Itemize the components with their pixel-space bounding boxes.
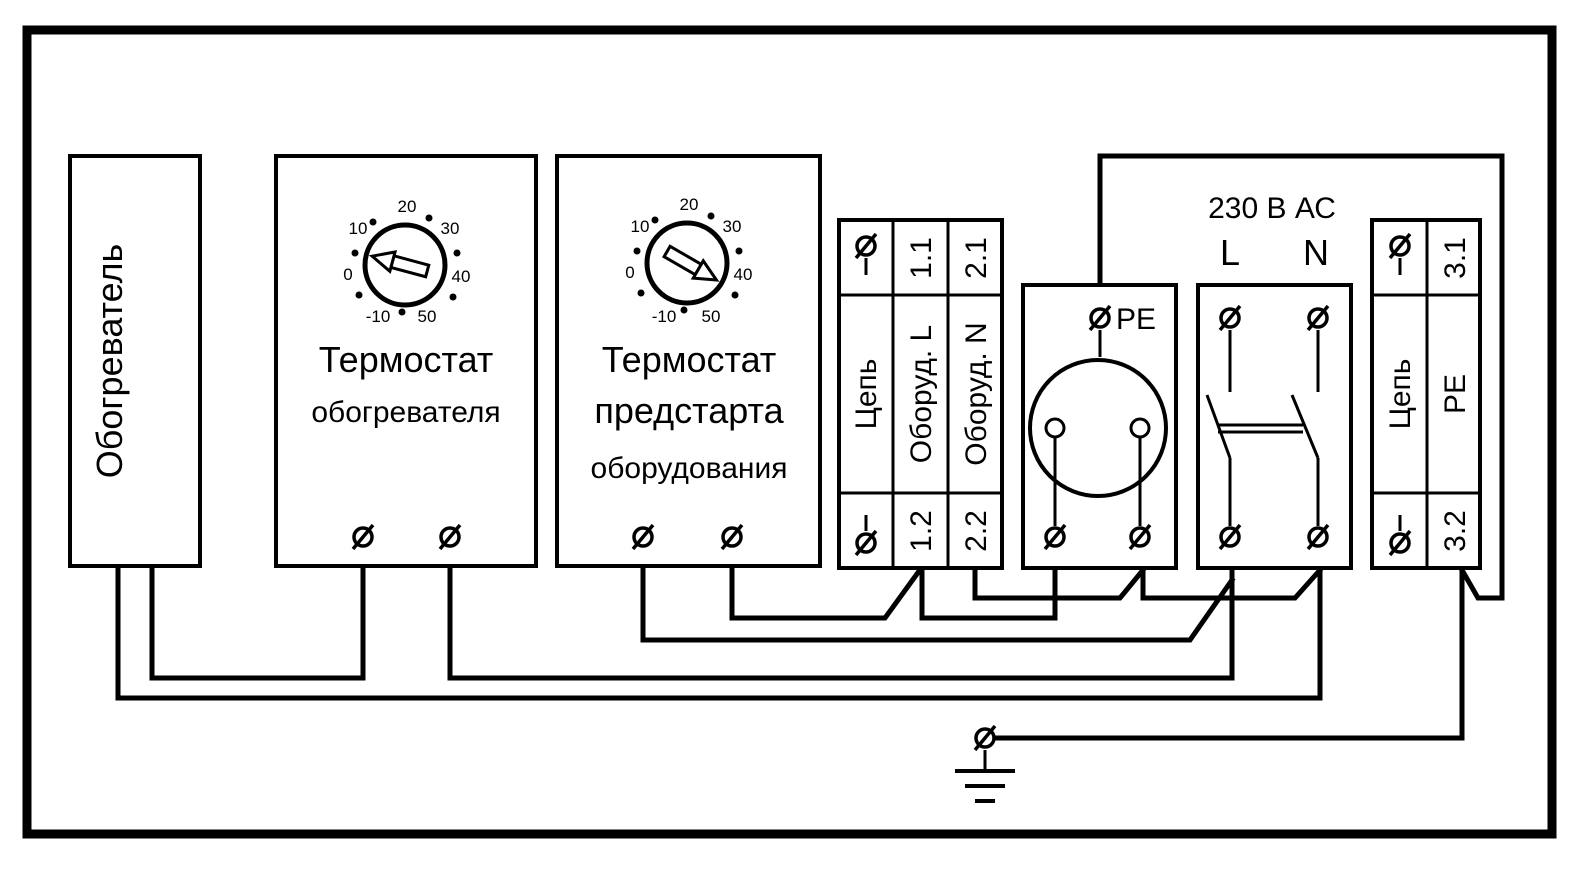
heater-box bbox=[68, 154, 202, 568]
thermostat-heater-dial bbox=[351, 214, 461, 316]
wire-2-2-to-socket bbox=[972, 564, 1147, 601]
ground-icon bbox=[955, 724, 1015, 803]
phase-N-label: N bbox=[1303, 232, 1329, 273]
wire-thermostat-to-L bbox=[447, 534, 1235, 681]
terminal-block-2-side-label: Цепь bbox=[1384, 359, 1417, 430]
phase-L-label: L bbox=[1220, 232, 1240, 273]
thermostat-prestart: 10 20 30 0 40 -10 50 Термостат предстарт… bbox=[555, 154, 822, 568]
heater-label: Обогреватель bbox=[89, 244, 130, 478]
terminal-label-1-2: 1.2 bbox=[905, 510, 938, 552]
wire-prestart-to-1-2 bbox=[729, 534, 926, 621]
terminal-label-pe: PE bbox=[1439, 374, 1472, 414]
terminal-label-3-1: 3.1 bbox=[1439, 237, 1472, 279]
thermostat-prestart-title-3: оборудования bbox=[591, 452, 788, 485]
socket: PE bbox=[1021, 283, 1178, 570]
dial-mark-40: 40 bbox=[452, 267, 471, 286]
dial-mark-minus10: -10 bbox=[652, 307, 677, 326]
dial-mark-0: 0 bbox=[625, 263, 634, 282]
voltage-label: 230 В АС bbox=[1208, 192, 1336, 225]
wire-pe-loop bbox=[1097, 153, 1505, 601]
wire-prestart-to-L bbox=[640, 534, 1236, 643]
thermostat-prestart-title-1: Термостат bbox=[602, 339, 777, 380]
terminal-label-2-2: 2.2 bbox=[960, 510, 993, 552]
dial-mark-30: 30 bbox=[723, 217, 742, 236]
dial-mark-40: 40 bbox=[734, 265, 753, 284]
terminal-label-2-1: 2.1 bbox=[960, 237, 993, 279]
terminal-block-1: Цепь 1.1 2.1 Оборуд. L Оборуд. N 1.2 2.2 bbox=[837, 218, 1004, 570]
wire-heater-to-N bbox=[115, 534, 1323, 701]
thermostat-heater: 10 20 30 0 40 -10 50 Термостат обогреват… bbox=[274, 154, 538, 568]
thermostat-prestart-title-2: предстарта bbox=[594, 390, 784, 431]
dial-mark-20: 20 bbox=[680, 195, 699, 214]
wire-socket-to-N bbox=[1140, 566, 1324, 601]
dial-mark-50: 50 bbox=[418, 307, 437, 326]
terminal-label-1-1: 1.1 bbox=[905, 237, 938, 279]
dial-mark-10: 10 bbox=[631, 217, 650, 236]
socket-outlet bbox=[1028, 358, 1168, 498]
thermostat-heater-box bbox=[274, 154, 538, 568]
terminal-label-equip-L: Оборуд. L bbox=[905, 325, 938, 463]
dial-mark-20: 20 bbox=[398, 197, 417, 216]
wires bbox=[115, 153, 1505, 741]
thermostat-prestart-dial bbox=[633, 212, 743, 314]
terminal-label-3-2: 3.2 bbox=[1439, 510, 1472, 552]
terminal-label-equip-N: Оборуд. N bbox=[960, 322, 993, 465]
dial-mark-10: 10 bbox=[349, 219, 368, 238]
thermostat-heater-title-2: обогревателя bbox=[311, 396, 500, 429]
dial-mark-50: 50 bbox=[702, 307, 721, 326]
wire-1-2-to-socket bbox=[919, 534, 1058, 621]
dial-mark-30: 30 bbox=[441, 219, 460, 238]
dial-mark-minus10: -10 bbox=[366, 307, 391, 326]
terminal-block-1-side-label: Цепь bbox=[850, 359, 883, 430]
wire-heater-to-thermostat bbox=[149, 534, 366, 681]
terminal-block-2: Цепь 3.1 PE 3.2 bbox=[1370, 218, 1482, 570]
socket-pe-label: PE bbox=[1116, 303, 1156, 336]
thermostat-heater-title-1: Термостат bbox=[319, 339, 494, 380]
wire-ground bbox=[982, 564, 1465, 741]
dial-mark-0: 0 bbox=[343, 265, 352, 284]
power-switch: 230 В АС L N bbox=[1196, 192, 1353, 570]
